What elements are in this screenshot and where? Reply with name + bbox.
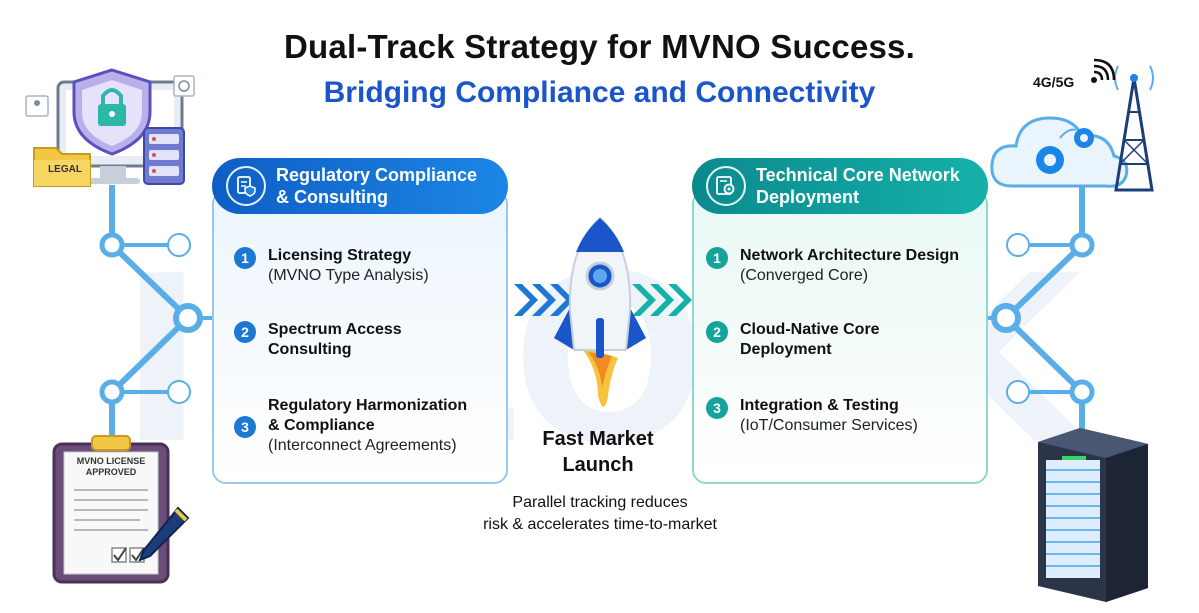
compliance-item-2-title: Spectrum Access: [268, 321, 402, 338]
legal-folder-icon: [33, 147, 91, 187]
step-number-badge: 2: [234, 321, 256, 343]
core-item-1: 1 Network Architecture Design (Converged…: [706, 246, 959, 286]
network-generation-label: 4G/5G: [1033, 74, 1075, 90]
compliance-item-2-title-cont: Consulting: [268, 341, 352, 358]
launch-line1: Fast Market: [542, 428, 654, 450]
document-shield-icon: [226, 166, 266, 206]
core-item-3: 3 Integration & Testing (IoT/Consumer Se…: [706, 396, 918, 436]
page-subtitle: Bridging Compliance and Connectivity: [323, 76, 876, 109]
data-center-server-icon: [1038, 428, 1148, 602]
compliance-item-3-title-cont: & Compliance: [268, 417, 375, 434]
launch-line2: Launch: [562, 454, 634, 476]
core-item-1-title: Network Architecture Design: [740, 247, 960, 264]
core-title-line2: Deployment: [756, 187, 860, 207]
step-number-badge: 3: [234, 416, 256, 438]
core-network-panel: [692, 190, 988, 484]
core-item-3-sub: (IoT/Consumer Services): [740, 417, 918, 434]
compliance-panel: [212, 190, 508, 484]
compliance-panel-header: Regulatory Compliance & Consulting: [212, 158, 508, 214]
license-line2: APPROVED: [85, 467, 137, 477]
parallel-tracking-note: Parallel tracking reduces risk & acceler…: [430, 492, 770, 536]
license-approved-label: MVNO LICENSE APPROVED: [72, 456, 150, 478]
compliance-title-line1: Regulatory Compliance: [276, 165, 478, 185]
cloud-gears-icon: [990, 116, 1129, 188]
core-item-2-title-cont: Deployment: [740, 341, 832, 358]
step-number-badge: 2: [706, 321, 728, 343]
server-rack-icon: [143, 127, 185, 185]
compliance-item-1-title: Licensing Strategy: [268, 247, 412, 264]
left-connector-line: [99, 185, 212, 440]
page-title: Dual-Track Strategy for MVNO Success.: [284, 28, 915, 65]
step-number-badge: 1: [706, 247, 728, 269]
pen-icon: [138, 506, 190, 562]
license-line1: MVNO LICENSE: [76, 456, 146, 466]
core-item-1-sub: (Converged Core): [740, 267, 869, 284]
legal-folder-label: LEGAL: [48, 164, 82, 175]
right-connector-line: [988, 180, 1095, 430]
core-network-panel-header: Technical Core Network Deployment: [692, 158, 988, 214]
compliance-panel-title: Regulatory Compliance & Consulting: [276, 164, 477, 208]
step-number-badge: 3: [706, 397, 728, 419]
compliance-title-line2: & Consulting: [276, 187, 388, 207]
note-line1: Parallel tracking reduces: [512, 494, 688, 511]
note-line2: risk & accelerates time-to-market: [483, 516, 717, 533]
compliance-item-3-title: Regulatory Harmonization: [268, 397, 468, 414]
compliance-item-3: 3 Regulatory Harmonization & Compliance …: [234, 396, 467, 456]
compliance-item-1: 1 Licensing Strategy (MVNO Type Analysis…: [234, 246, 429, 286]
gear-document-icon: [706, 166, 746, 206]
compliance-item-2: 2 Spectrum Access Consulting: [234, 320, 402, 360]
signal-icon: [1091, 58, 1116, 83]
launch-label: Fast Market Launch: [498, 426, 698, 478]
core-title-line1: Technical Core Network: [756, 165, 960, 185]
chevrons-right-icon: [514, 284, 692, 316]
clipboard-license-icon: [52, 435, 170, 584]
compliance-item-1-sub: (MVNO Type Analysis): [268, 267, 429, 284]
compliance-item-3-sub: (Interconnect Agreements): [268, 437, 457, 454]
step-number-badge: 1: [234, 247, 256, 269]
rocket-icon: [554, 216, 646, 407]
core-item-2: 2 Cloud-Native Core Deployment: [706, 320, 880, 360]
core-item-3-title: Integration & Testing: [740, 397, 899, 414]
antenna-tower-icon: [1114, 65, 1154, 192]
core-item-2-title: Cloud-Native Core: [740, 321, 880, 338]
core-network-panel-title: Technical Core Network Deployment: [756, 164, 960, 208]
